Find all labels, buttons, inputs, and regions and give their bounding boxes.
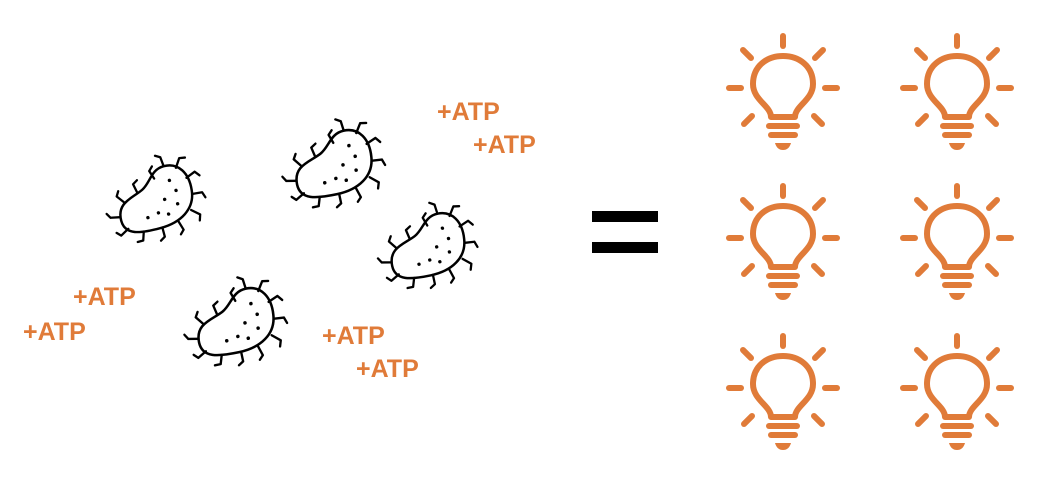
equals-bottom-bar xyxy=(592,242,658,253)
lightbulb-icon xyxy=(723,330,843,458)
atp-label: +ATP xyxy=(23,318,86,346)
atp-label: +ATP xyxy=(473,131,536,159)
bacterium-icon xyxy=(372,197,482,297)
lightbulb-icon xyxy=(723,180,843,308)
atp-label: +ATP xyxy=(322,322,385,350)
lightbulb-icon xyxy=(897,180,1017,308)
atp-label: +ATP xyxy=(73,283,136,311)
lightbulb-icon xyxy=(723,30,843,158)
atp-label: +ATP xyxy=(356,355,419,383)
equals-top-bar xyxy=(592,211,658,222)
atp-label: +ATP xyxy=(437,98,500,126)
lightbulb-icon xyxy=(897,30,1017,158)
equals-icon xyxy=(592,211,658,253)
lightbulb-icon xyxy=(897,330,1017,458)
bacterium-icon xyxy=(100,150,210,250)
bacterium-icon xyxy=(180,270,290,376)
